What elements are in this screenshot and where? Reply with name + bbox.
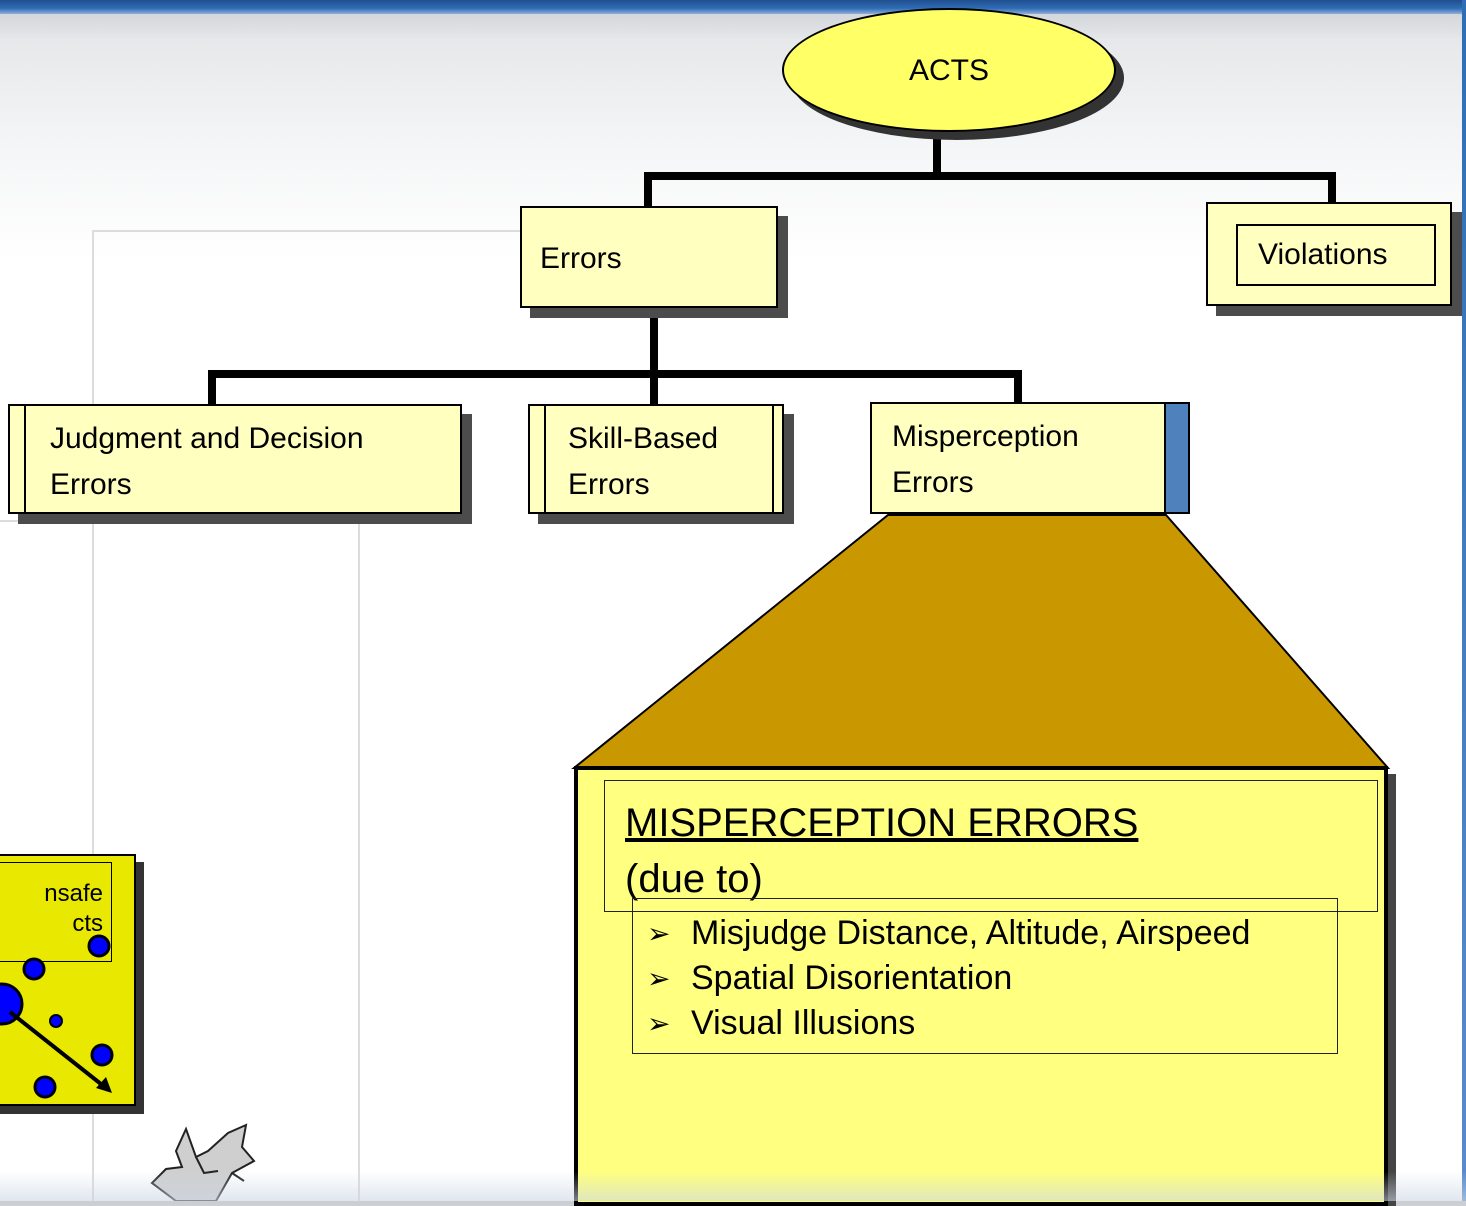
misperception-label: Misperception Errors <box>892 414 1079 506</box>
judgment-left-strip <box>10 406 26 512</box>
arrow-bullet-icon: ➢ <box>647 918 671 949</box>
unsafe-acts-thumbnail <box>0 854 136 1106</box>
errors-label: Errors <box>540 242 622 275</box>
unsafe-acts-label-frame: nsafe cts <box>0 862 112 962</box>
acts-node: ACTS <box>782 8 1116 132</box>
top-banner <box>0 0 1466 14</box>
judgment-node: Judgment and Decision Errors <box>8 404 462 514</box>
bg-panel-top-line <box>92 230 522 232</box>
bottom-fade <box>0 1171 1466 1201</box>
dot-icon <box>90 1043 114 1067</box>
detail-bullet-list: ➢ Misjudge Distance, Altitude, Airspeed … <box>632 898 1338 1054</box>
acts-label: ACTS <box>908 54 989 87</box>
detail-title-frame: MISPERCEPTION ERRORS (due to) <box>604 780 1378 912</box>
arrow-bullet-icon: ➢ <box>647 1008 671 1039</box>
dot-icon <box>0 982 24 1026</box>
thumbnail-dots-layer <box>0 934 114 1099</box>
list-item: ➢ Visual Illusions <box>633 1001 1337 1046</box>
detail-subtitle: (due to) <box>625 857 763 901</box>
judgment-line2: Errors <box>50 468 132 501</box>
misperception-detail-box <box>574 766 1388 1206</box>
skill-right-strip <box>772 406 782 512</box>
judgment-label: Judgment and Decision Errors <box>50 416 364 508</box>
list-item: ➢ Misjudge Distance, Altitude, Airspeed <box>633 911 1337 956</box>
right-edge-bar <box>1462 0 1466 1201</box>
skill-left-strip <box>530 406 546 512</box>
bg-panel-left-line <box>92 230 94 1201</box>
dot-icon <box>49 1014 63 1028</box>
bg-panel-h-line <box>0 520 360 522</box>
dot-icon <box>87 934 111 958</box>
skill-line1: Skill-Based <box>568 422 719 455</box>
misperception-accent-bar <box>1164 404 1188 512</box>
list-item-text: Visual Illusions <box>691 1004 916 1042</box>
list-item-text: Spatial Disorientation <box>691 959 1013 997</box>
callout-trapezoid <box>571 514 1391 769</box>
trajectory-arrow-icon <box>8 1010 108 1090</box>
violations-label: Violations <box>1258 238 1388 271</box>
dot-icon <box>22 957 46 981</box>
arrow-bullet-icon: ➢ <box>647 963 671 994</box>
judgment-line1: Judgment and Decision <box>50 422 364 455</box>
dot-icon <box>33 1075 57 1099</box>
skill-node: Skill-Based Errors <box>528 404 784 514</box>
misperception-line1: Misperception <box>892 420 1079 453</box>
list-item: ➢ Spatial Disorientation <box>633 956 1337 1001</box>
arrowhead-icon <box>96 1077 112 1093</box>
skill-label: Skill-Based Errors <box>568 416 718 508</box>
unsafe-acts-line1: nsafe <box>44 880 103 907</box>
misperception-node: Misperception Errors <box>870 402 1190 514</box>
list-item-text: Misjudge Distance, Altitude, Airspeed <box>691 914 1251 952</box>
bg-panel-mid-line <box>358 520 360 1201</box>
violations-node: Violations <box>1206 202 1452 306</box>
detail-title: MISPERCEPTION ERRORS <box>625 801 1139 845</box>
unsafe-acts-line2: cts <box>72 910 103 937</box>
skill-line2: Errors <box>568 468 650 501</box>
violations-inner-frame <box>1236 224 1436 286</box>
errors-node: Errors <box>520 206 778 308</box>
misperception-line2: Errors <box>892 466 974 499</box>
